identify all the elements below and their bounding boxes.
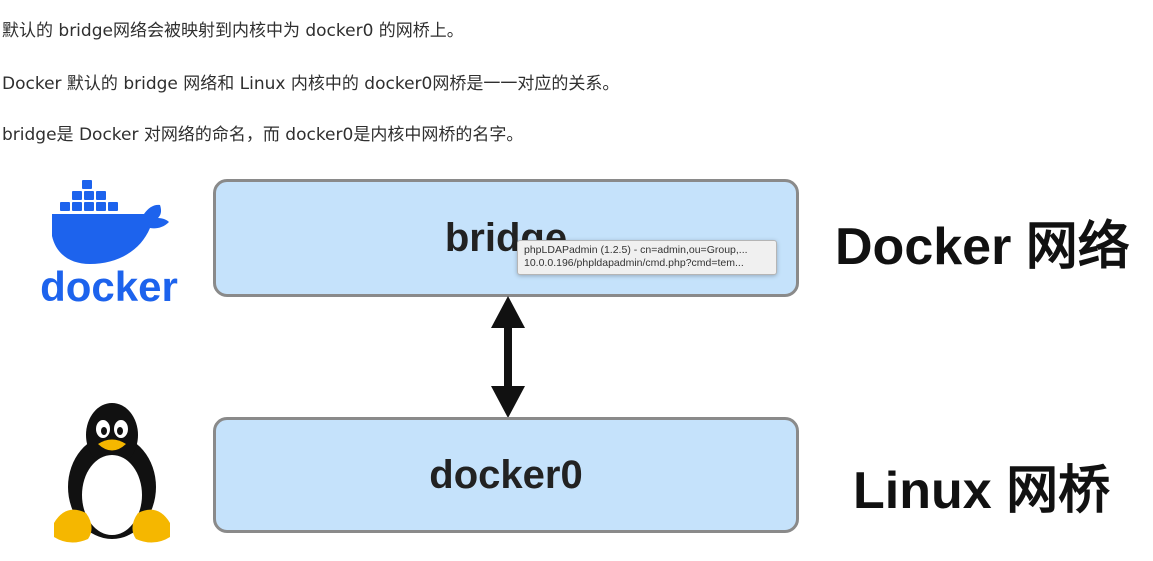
paragraph-one-to-one: Docker 默认的 bridge 网络和 Linux 内核中的 docker0…	[2, 74, 620, 94]
docker-logo-text: docker	[40, 263, 178, 308]
tux-penguin-icon	[54, 403, 170, 543]
docker-logo: docker	[40, 180, 178, 308]
double-vertical-arrow-icon	[491, 296, 525, 418]
docker0-box: docker0	[213, 417, 799, 533]
paragraph-naming: bridge是 Docker 对网络的命名，而 docker0是内核中网桥的名字…	[2, 125, 524, 145]
link-tooltip: phpLDAPadmin (1.2.5) - cn=admin,ou=Group…	[517, 240, 777, 275]
paragraph-bridge-mapping: 默认的 bridge网络会被映射到内核中为 docker0 的网桥上。	[2, 21, 464, 41]
bridge-box: bridge	[213, 179, 799, 297]
bridge-diagram: docker bridge docker0 Docker 网络 Linux 网桥…	[0, 160, 1153, 561]
docker0-box-label: docker0	[429, 452, 583, 497]
linux-bridge-label: Linux 网桥	[853, 462, 1111, 520]
tooltip-title: phpLDAPadmin (1.2.5) - cn=admin,ou=Group…	[524, 244, 748, 256]
docker-network-label: Docker 网络	[835, 218, 1130, 276]
tooltip-url: 10.0.0.196/phpldapadmin/cmd.php?cmd=tem.…	[524, 257, 744, 269]
